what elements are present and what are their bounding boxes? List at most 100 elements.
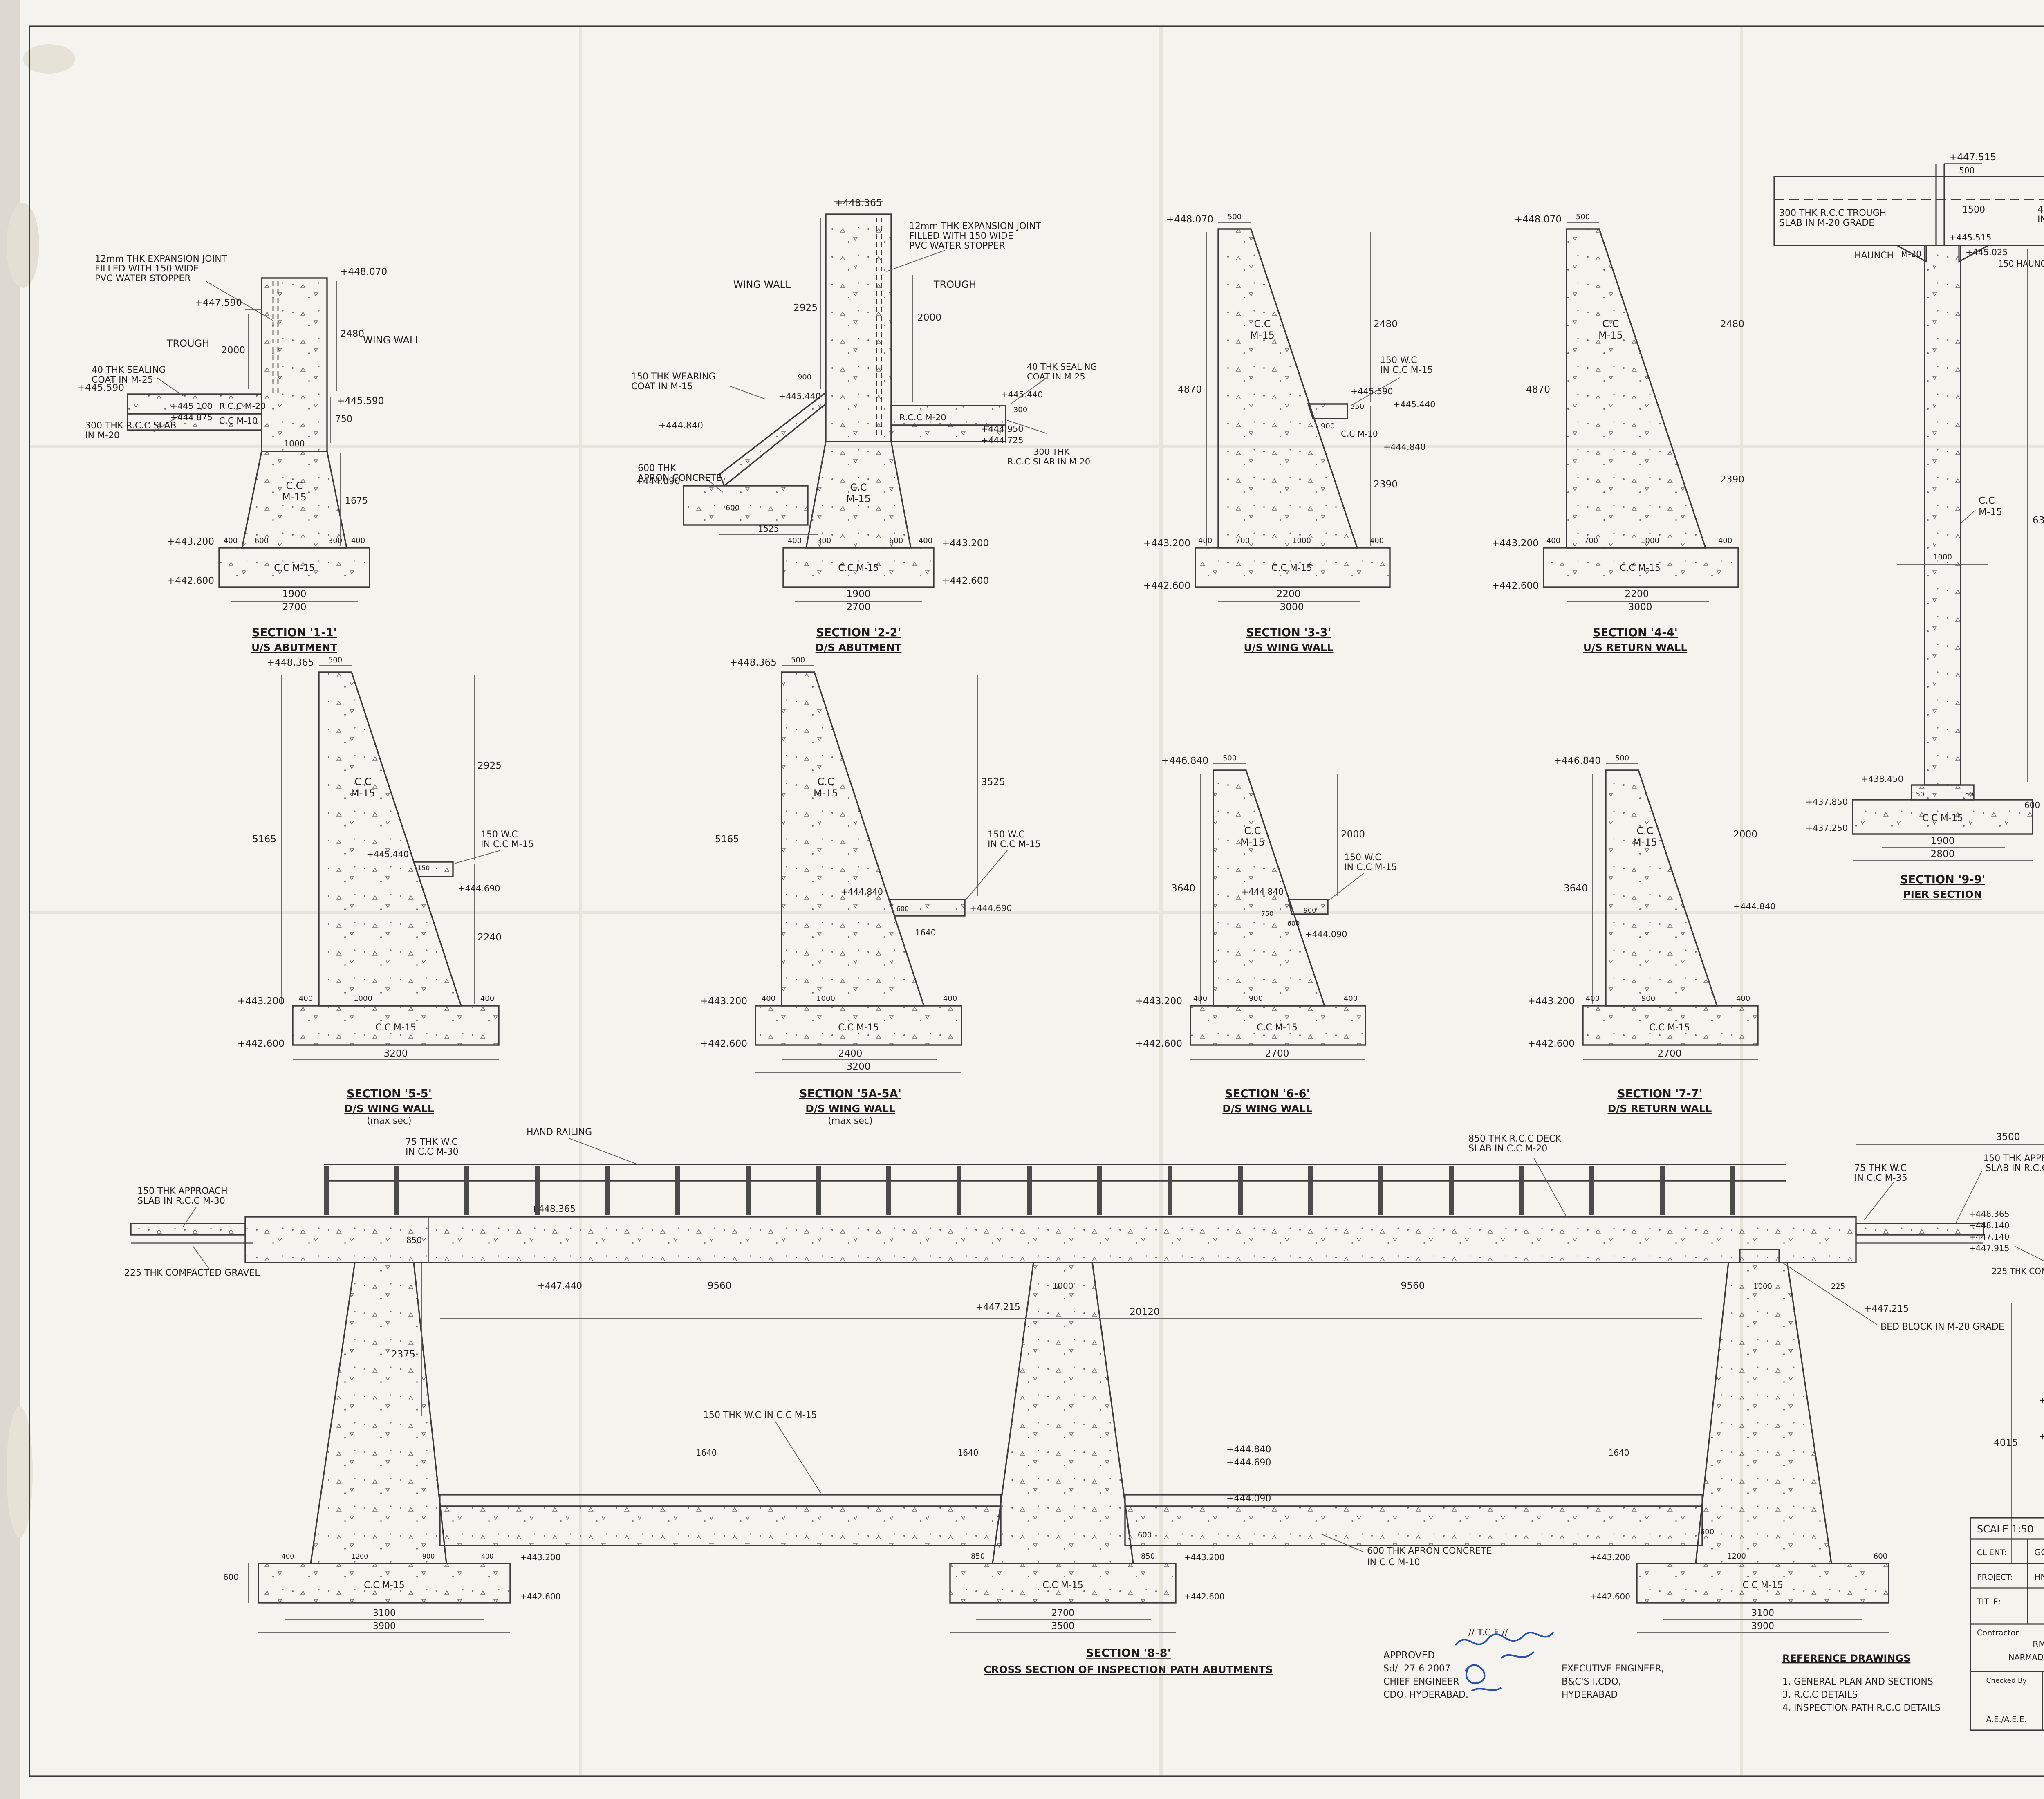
annotation-label: 500 <box>1228 213 1242 221</box>
annotation-label: 4015 <box>1994 1437 2018 1448</box>
annotation-label: PVC WATER STOPPER <box>909 241 1005 251</box>
executive-engineer-block: EXECUTIVE ENGINEER, B&C'S-I,CDO, HYDERAB… <box>1562 1664 1664 1700</box>
annotation-label: 5165 <box>715 834 739 845</box>
annotation-label: C.C M-15 <box>364 1580 405 1590</box>
annotation-label: COAT IN M-25 <box>92 375 153 385</box>
left-approach-slab <box>130 1223 246 1236</box>
annotation-label: 750 <box>1261 910 1274 917</box>
annotation-label: FILLED WITH 150 WIDE <box>909 231 1013 241</box>
annotation-label: 850 <box>406 1235 422 1245</box>
annotation-label: 225 THK COMPACTED GRAVEL <box>124 1268 260 1278</box>
sign-header-checked: Checked By <box>1986 1676 2027 1685</box>
annotation-label: +445.100 <box>170 401 213 411</box>
annotation-label: C.C M-15 <box>1742 1580 1783 1590</box>
annotation-label: 500 <box>1615 754 1629 763</box>
annotation-label: +444.950 <box>981 424 1023 434</box>
annotation-label: M-15 <box>1598 330 1623 341</box>
annotation-label: IN M-20 <box>85 431 120 441</box>
annotation-label: +445.440 <box>1393 399 1435 409</box>
annotation-label: WING WALL <box>363 334 421 346</box>
annotation-label: +443.200 <box>1492 538 1539 549</box>
annotation-label: 150 THK WEARING <box>631 372 715 382</box>
annotation-label: 400 <box>351 536 365 545</box>
annotation-label: 400 <box>762 994 775 1003</box>
annotation-label: U/S RETURN WALL <box>1583 642 1687 653</box>
annotation-label: +445.590 <box>1351 386 1393 396</box>
annotation-label: 600 <box>1287 920 1300 927</box>
annotation-label: 300 <box>1013 406 1027 414</box>
annotation-label: +444.840 <box>1733 902 1775 911</box>
annotation-label: +444.690 <box>1226 1458 1271 1468</box>
approved-line1: APPROVED <box>1383 1650 1435 1661</box>
annotation-label: 150 W.C <box>1344 852 1381 863</box>
annotation-label: 3500 <box>1051 1621 1074 1631</box>
annotation-label: 1640 <box>1609 1448 1629 1458</box>
annotation-label: IN C.C M-30 <box>406 1147 459 1157</box>
approved-line3: CHIEF ENGINEER <box>1383 1677 1459 1687</box>
annotation-label: +444.840 <box>1242 887 1284 897</box>
annotation-label: 150 THK APPROACH <box>137 1186 228 1196</box>
contractor-line2: NARMADA APARTMENTS SRINAGARCOLONY,HYDERA… <box>2008 1653 2044 1662</box>
annotation-label: +445.590 <box>77 382 124 393</box>
annotation-label: 2700 <box>1051 1608 1074 1618</box>
annotation-label: 400 <box>1546 536 1560 545</box>
annotation-label: 2000 <box>1733 829 1757 840</box>
annotation-label: 2390 <box>1374 479 1398 490</box>
annotation-label: C.C M-15 <box>1042 1580 1083 1590</box>
annotation-label: 1675 <box>345 496 368 506</box>
reference-item: 3. R.C.C DETAILS <box>1782 1690 1858 1700</box>
annotation-label: 2000 <box>221 345 245 356</box>
annotation-label: C.C <box>354 776 371 787</box>
annotation-label: 700 <box>1584 536 1598 545</box>
annotation-label: +442.600 <box>700 1038 747 1049</box>
annotation-label: 300 THK R.C.C TROUGH <box>1779 208 1886 218</box>
annotation-label: 40 THK SEALING <box>1027 362 1097 372</box>
annotation-label: 400 <box>919 536 932 545</box>
annotation-label: +447.140 <box>1969 1232 2009 1242</box>
annotation-label: 600 <box>1138 1531 1152 1539</box>
annotation-label: 4870 <box>1526 384 1550 395</box>
annotation-label: +443.200 <box>1528 996 1575 1007</box>
annotation-label: 300 <box>817 536 831 545</box>
annotation-label: C.C M-10 <box>219 416 258 426</box>
annotation-label: +437.250 <box>1806 823 1848 833</box>
annotation-label: 12mm THK EXPANSION JOINT <box>909 221 1042 231</box>
annotation-label: 2200 <box>1625 588 1649 599</box>
annotation-label: 2480 <box>1374 319 1398 330</box>
section-10-10-labels: +448.070+448.070+447.77060048702480+445.… <box>2040 1395 2044 1441</box>
annotation-label: 3000 <box>1628 601 1652 612</box>
annotation-label: +444.840 <box>1383 442 1425 452</box>
apron-left <box>439 1505 1002 1546</box>
annotation-label: 500 <box>1576 213 1590 221</box>
annotation-label: 600 <box>896 905 909 913</box>
annotation-label: +443.200 <box>1590 1552 1630 1562</box>
annotation-label: +446.840 <box>1554 755 1601 766</box>
annotation-label: +443.200 <box>1135 996 1182 1007</box>
annotation-label: 2375 <box>391 1349 415 1360</box>
annotation-label: 400 <box>1198 536 1212 545</box>
annotation-label: 2925 <box>477 760 502 771</box>
annotation-label: 225 <box>1831 1282 1845 1291</box>
annotation-label: C.C <box>286 480 303 491</box>
annotation-label: 400 <box>282 1552 294 1560</box>
annotation-label: 3525 <box>981 776 1005 787</box>
annotation-label: 1000 <box>284 439 305 449</box>
reference-item: 1. GENERAL PLAN AND SECTIONS <box>1782 1677 1933 1687</box>
annotation-label: 1000 <box>1753 1282 1772 1291</box>
annotation-label: +448.365 <box>267 657 314 668</box>
annotation-label: 4870 <box>1178 384 1202 395</box>
annotation-label: 400 <box>481 1552 494 1560</box>
annotation-label: (max sec) <box>828 1116 872 1126</box>
annotation-label: +445.440 <box>779 391 821 401</box>
annotation-label: +447.215 <box>976 1302 1020 1312</box>
annotation-label: 3900 <box>1751 1621 1774 1631</box>
annotation-label: C.C M-15 <box>375 1023 416 1033</box>
annotation-label: 150 W.C <box>988 830 1025 840</box>
annotation-label: +445.440 <box>367 849 409 859</box>
annotation-label: +442.600 <box>167 575 214 586</box>
